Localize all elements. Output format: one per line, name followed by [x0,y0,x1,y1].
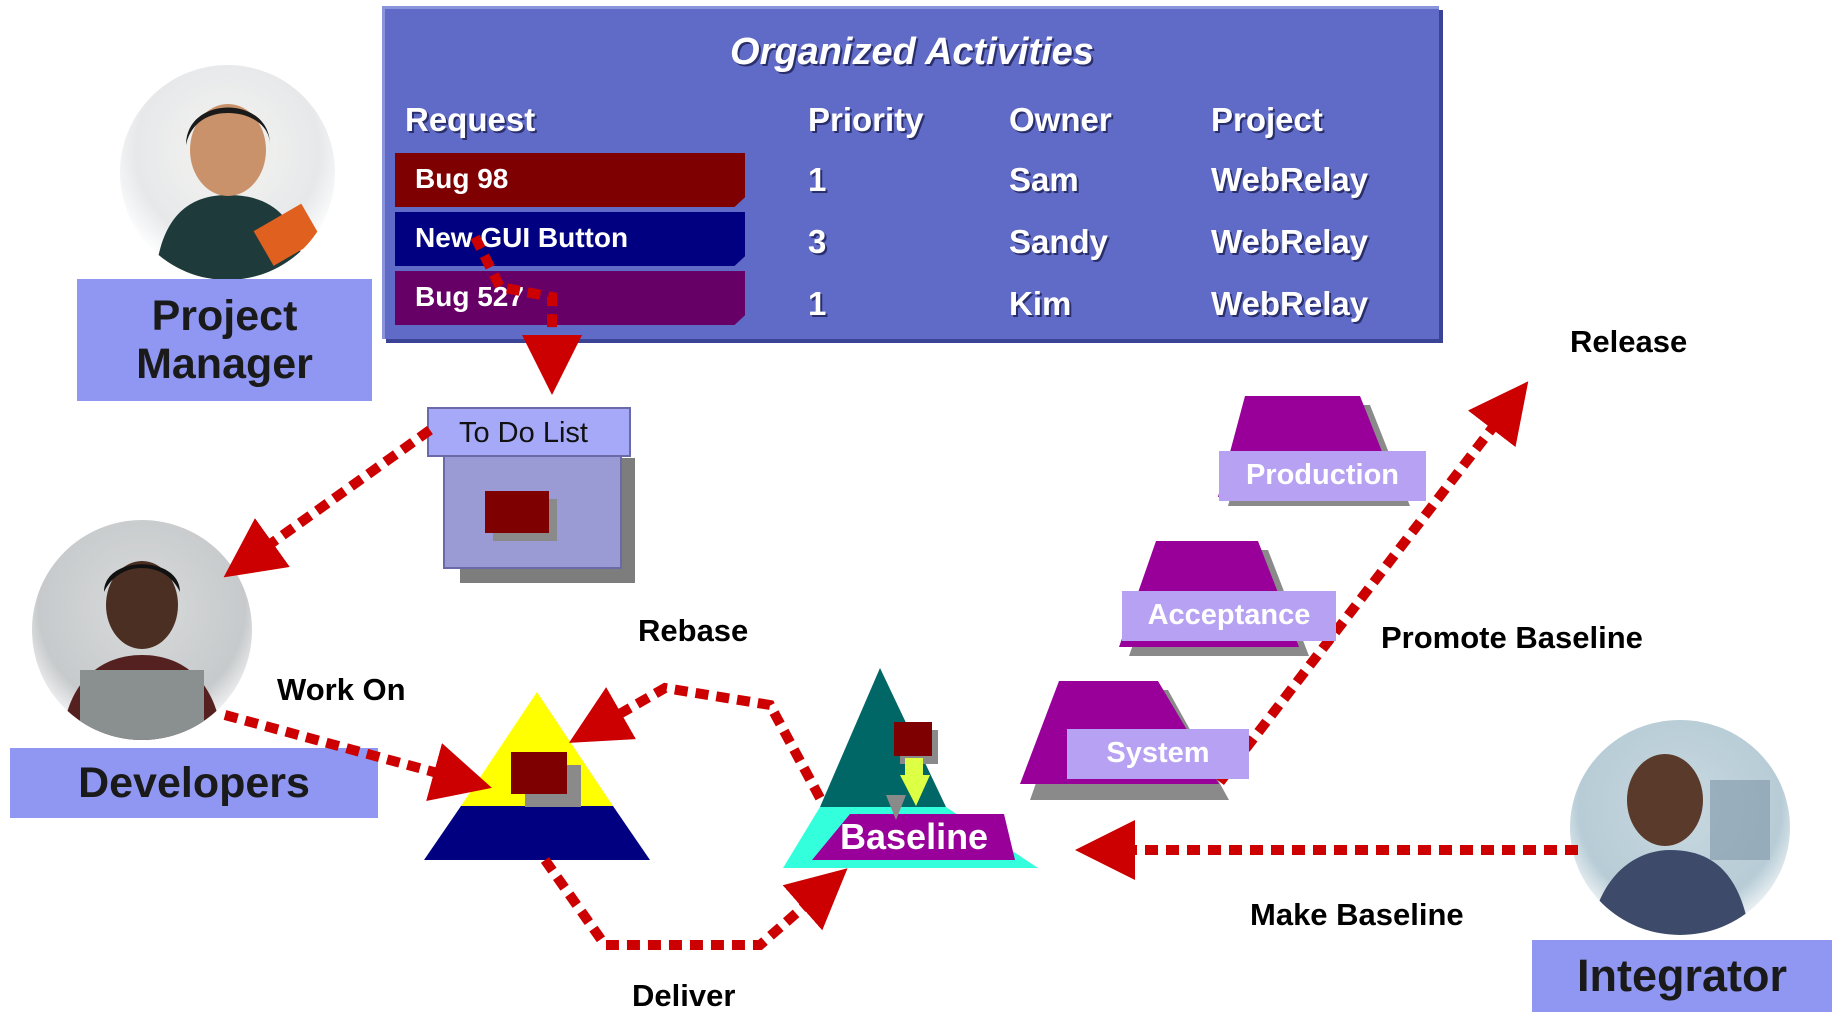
integration-stream-triangle [783,668,1038,868]
deliver-label: Deliver [632,978,736,1013]
owner-cell: Sam [1009,161,1079,198]
priority-cell: 3 [808,223,827,260]
promote-baseline-arrow [1216,381,1529,786]
deliver-arrow [540,857,848,950]
workflow-arrows [223,234,1578,950]
project-cell: WebRelay [1211,223,1369,260]
developers-label: Developers [10,748,378,818]
project-manager-label-line2: Manager [136,340,313,388]
person-illustration [62,561,222,740]
stage-label-production: Production [1219,451,1426,501]
organized-activities-panel: Organized Activities Request Priority Ow… [382,6,1439,339]
developer-stream-triangle [424,692,650,860]
header-request: Request [405,101,536,138]
owner-cell: Kim [1009,285,1072,322]
project-manager-label: Project Manager [77,279,372,401]
work-on-label: Work On [277,672,406,707]
rebase-label: Rebase [638,613,749,648]
project-cell: WebRelay [1211,161,1369,198]
person-illustration [1590,754,1770,935]
promote-baseline-label: Promote Baseline [1381,620,1643,655]
request-bug-98[interactable]: Bug 98 [395,153,745,207]
work-on-arrow [223,710,492,802]
project-manager-avatar [120,65,335,280]
make-baseline-label: Make Baseline [1250,897,1464,932]
activities-title: Organized Activities [730,31,1094,73]
owner-cell: Sandy [1009,223,1109,260]
project-manager-label-line1: Project [151,292,298,340]
request-bug-527[interactable]: Bug 527 [395,271,745,325]
header-priority: Priority [808,101,924,138]
integrator-avatar [1570,720,1790,935]
assign-arrow [470,234,582,395]
todo-item[interactable] [485,491,549,533]
developer-avatar [32,520,252,740]
release-label: Release [1570,324,1688,359]
priority-cell: 1 [808,285,827,322]
header-project: Project [1211,101,1323,138]
todo-to-developer-arrow [223,425,433,578]
rebase-arrow [568,682,825,801]
integrator-label: Integrator [1532,940,1832,1012]
stage-label-acceptance: Acceptance [1122,591,1336,641]
stage-label-system: System [1067,729,1249,779]
request-new-gui-button[interactable]: New GUI Button [395,212,745,266]
priority-cell: 1 [808,161,827,198]
person-illustration [155,104,322,280]
baseline-label: Baseline [840,816,989,857]
header-owner: Owner [1009,101,1112,138]
project-cell: WebRelay [1211,285,1369,322]
